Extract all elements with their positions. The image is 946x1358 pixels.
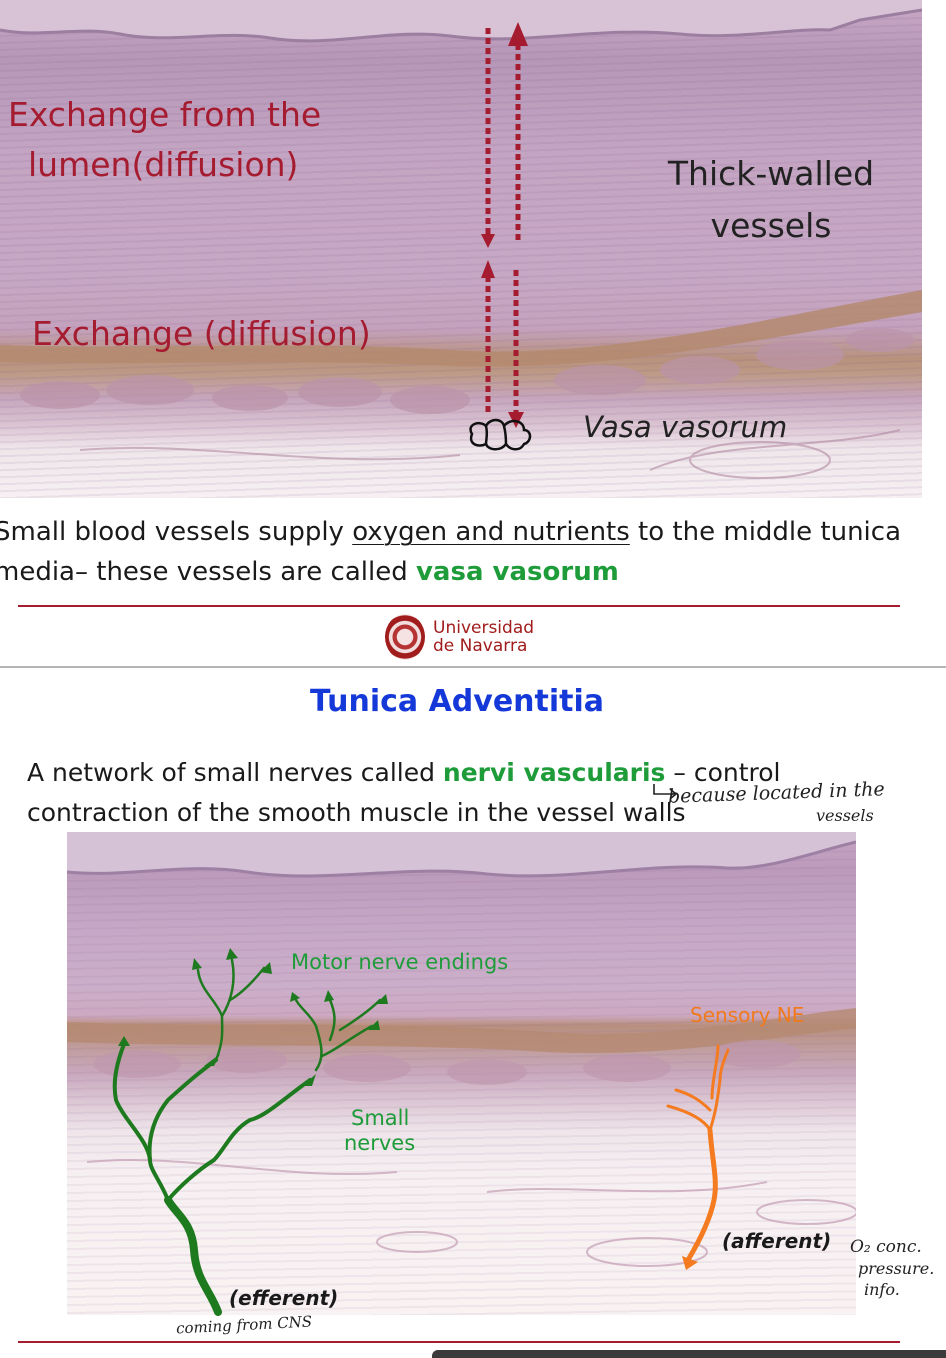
caption-highlight: vasa vasorum [415,557,619,587]
vasa-vasorum-doodle [469,418,532,451]
caption-text: media– these vessels are called [0,557,416,587]
efferent-label: (efferent) [229,1286,339,1310]
small-nerves-line1: Small [351,1106,410,1130]
caption-line2: media– these vessels are called vasa vas… [0,552,940,592]
exchange-lumen-line1: Exchange from the [8,95,322,134]
body-text: – control [665,758,781,787]
caption-text: to the middle tunica [629,517,902,547]
small-nerves-line2: nerves [344,1131,416,1155]
thick-walled-line2: vessels [710,206,832,245]
slide-vasa-vasorum: Exchange from the lumen(diffusion) Excha… [0,0,946,665]
logo-text: Universidad de Navarra [433,619,534,655]
body-text: A network of small nerves called [27,758,443,787]
overlay-bar [432,1350,946,1358]
exchange-diffusion-label: Exchange (diffusion) [32,314,371,353]
body-line1: A network of small nerves called nervi v… [27,753,781,793]
caption-line1: Small blood vessels supply oxygen and nu… [0,512,940,552]
efferent-nerve-trunk [164,1196,222,1316]
tissue-texture [0,0,922,479]
caption-text: Small blood vessels supply [0,517,353,547]
logo-line2: de Navarra [433,636,528,656]
nervi-vascularis-text: A network of small nerves called nervi v… [27,753,781,833]
universidad-navarra-logo: Universidad de Navarra [385,614,545,664]
caption-underlined: oxygen and nutrients [352,517,630,547]
body-highlight: nervi vascularis [442,758,666,787]
handwritten-vessels: vessels [816,806,874,825]
vasa-vasorum-caption: Small blood vessels supply oxygen and nu… [0,512,940,592]
footer-divider [18,605,900,607]
exchange-lumen-line2: lumen(diffusion) [28,145,299,184]
thick-walled-line1: Thick-walled [667,154,875,193]
handwritten-info: info. [864,1280,900,1299]
slide-separator [0,666,946,668]
body-line2: contraction of the smooth muscle in the … [27,798,686,827]
sensory-ne-label: Sensory NE [690,1003,805,1027]
histology-micrograph-bottom [67,832,856,1315]
slide-title: Tunica Adventitia [309,684,605,719]
sensory-nerve [666,1044,730,1263]
handwritten-arrow-icon [653,784,678,800]
handwritten-o2: O₂ conc. [850,1237,922,1257]
university-seal-icon [385,614,425,660]
handwritten-pressure: pressure. [858,1259,935,1278]
motor-nerve-endings-label: Motor nerve endings [291,950,509,974]
footer-divider-bottom [18,1341,900,1343]
vasa-vasorum-label: Vasa vasorum [583,410,788,444]
histology-micrograph-top [0,0,922,498]
diffusion-arrows [469,22,532,451]
logo-line1: Universidad [433,618,535,638]
afferent-label: (afferent) [722,1229,832,1253]
